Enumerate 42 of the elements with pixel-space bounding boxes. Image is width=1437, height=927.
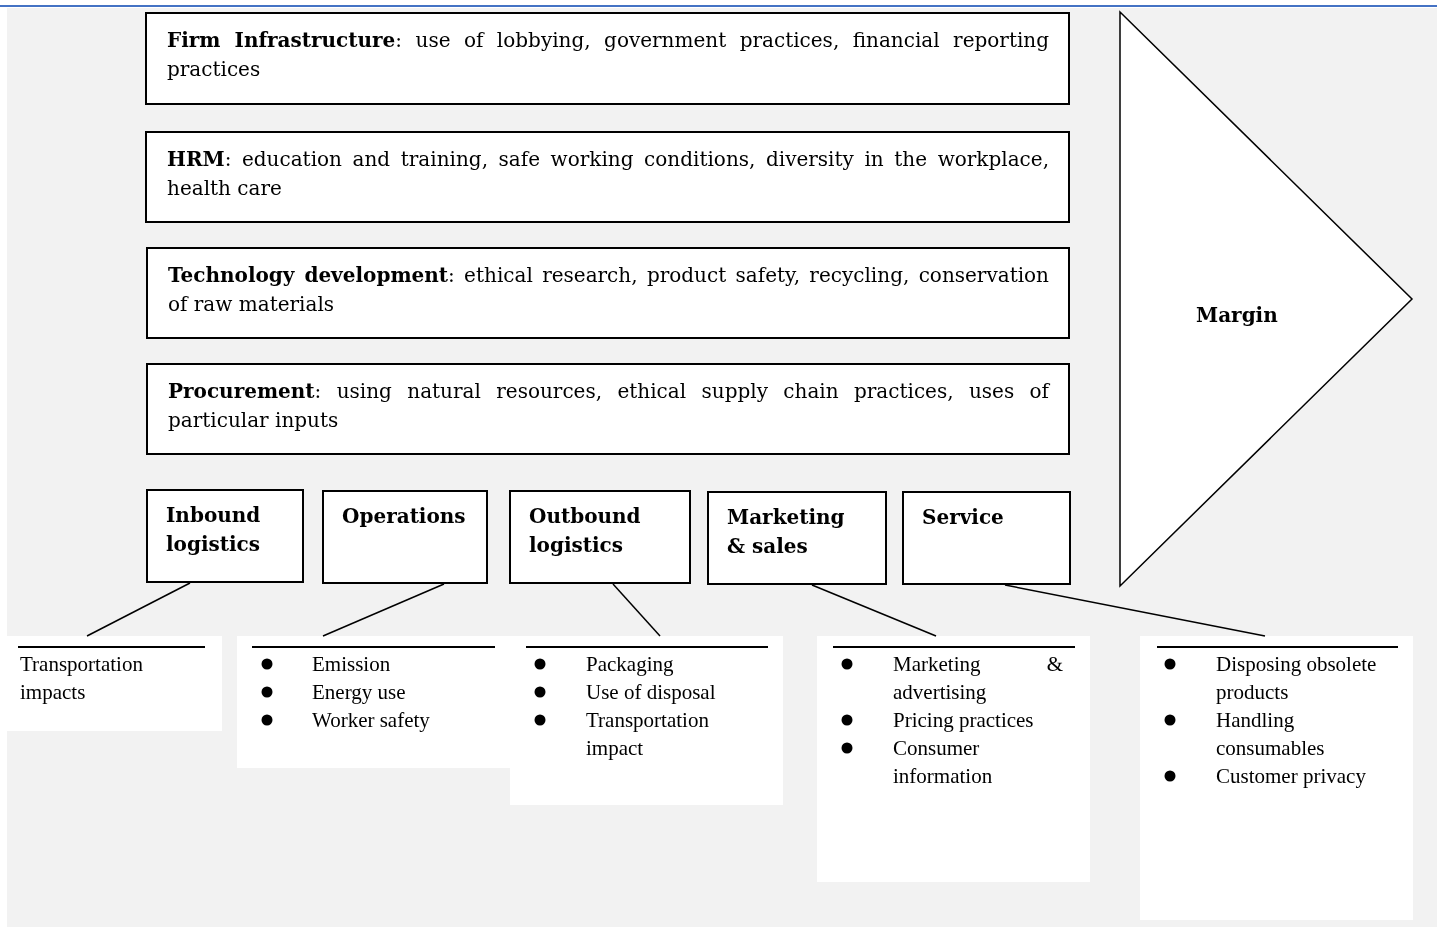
note-panel [1140, 636, 1413, 920]
leader-line [612, 583, 661, 637]
activity-label: Marketing & sales [727, 504, 846, 560]
activity-description: Firm Infrastructure: use of lobbying, government practices, financial reporting practices [167, 27, 1049, 83]
leader-line [86, 582, 191, 637]
leader-line [322, 583, 445, 637]
bullet-item: Consumer information [893, 735, 994, 790]
bullet-item: Customer privacy [1216, 763, 1367, 790]
bullet-item: Disposing obsolete products [1216, 651, 1378, 706]
note-panel [7, 636, 222, 731]
note-panel [817, 636, 1090, 882]
bullet-item: Use of disposal [586, 679, 717, 706]
activity-box [146, 363, 1070, 455]
bullet-item: Emission [312, 651, 392, 678]
bullet-item: Packaging [586, 651, 675, 678]
bullet-item: Worker safety [312, 707, 431, 734]
activity-label: Inbound logistics [166, 502, 262, 558]
activity-box [322, 490, 488, 584]
bullet-item: Handling consumables [1216, 707, 1326, 762]
activity-box [902, 491, 1071, 585]
bullet-item: Marketing & advertising [893, 651, 1063, 706]
leader-line [811, 584, 937, 637]
activity-box [707, 491, 887, 585]
activity-label: Operations [342, 503, 467, 530]
activity-box [509, 490, 691, 584]
activity-description: Procurement: using natural resources, ethical supply chain practices, uses of particular inputs [168, 378, 1049, 434]
activity-label: Service [922, 504, 1005, 531]
margin-label: Margin [1196, 303, 1278, 327]
activity-box [146, 247, 1070, 339]
activity-box [145, 131, 1070, 223]
activity-description: HRM: education and training, safe working conditions, diversity in the workplace, health care [167, 146, 1049, 202]
note-panel [237, 636, 510, 768]
activity-label: Outbound logistics [529, 503, 642, 559]
bullet-item: Pricing practices [893, 707, 1035, 734]
bullet-item: Transportation impact [586, 707, 710, 762]
note-panel [510, 636, 783, 805]
activity-box [146, 489, 304, 583]
leader-line [1004, 584, 1266, 637]
activity-description: Technology development: ethical research, product safety, recycling, conservation of raw materials [168, 262, 1049, 318]
bullet-item: Energy use [312, 679, 407, 706]
activity-box [145, 12, 1070, 105]
note-text: Transportation impacts [20, 651, 144, 706]
